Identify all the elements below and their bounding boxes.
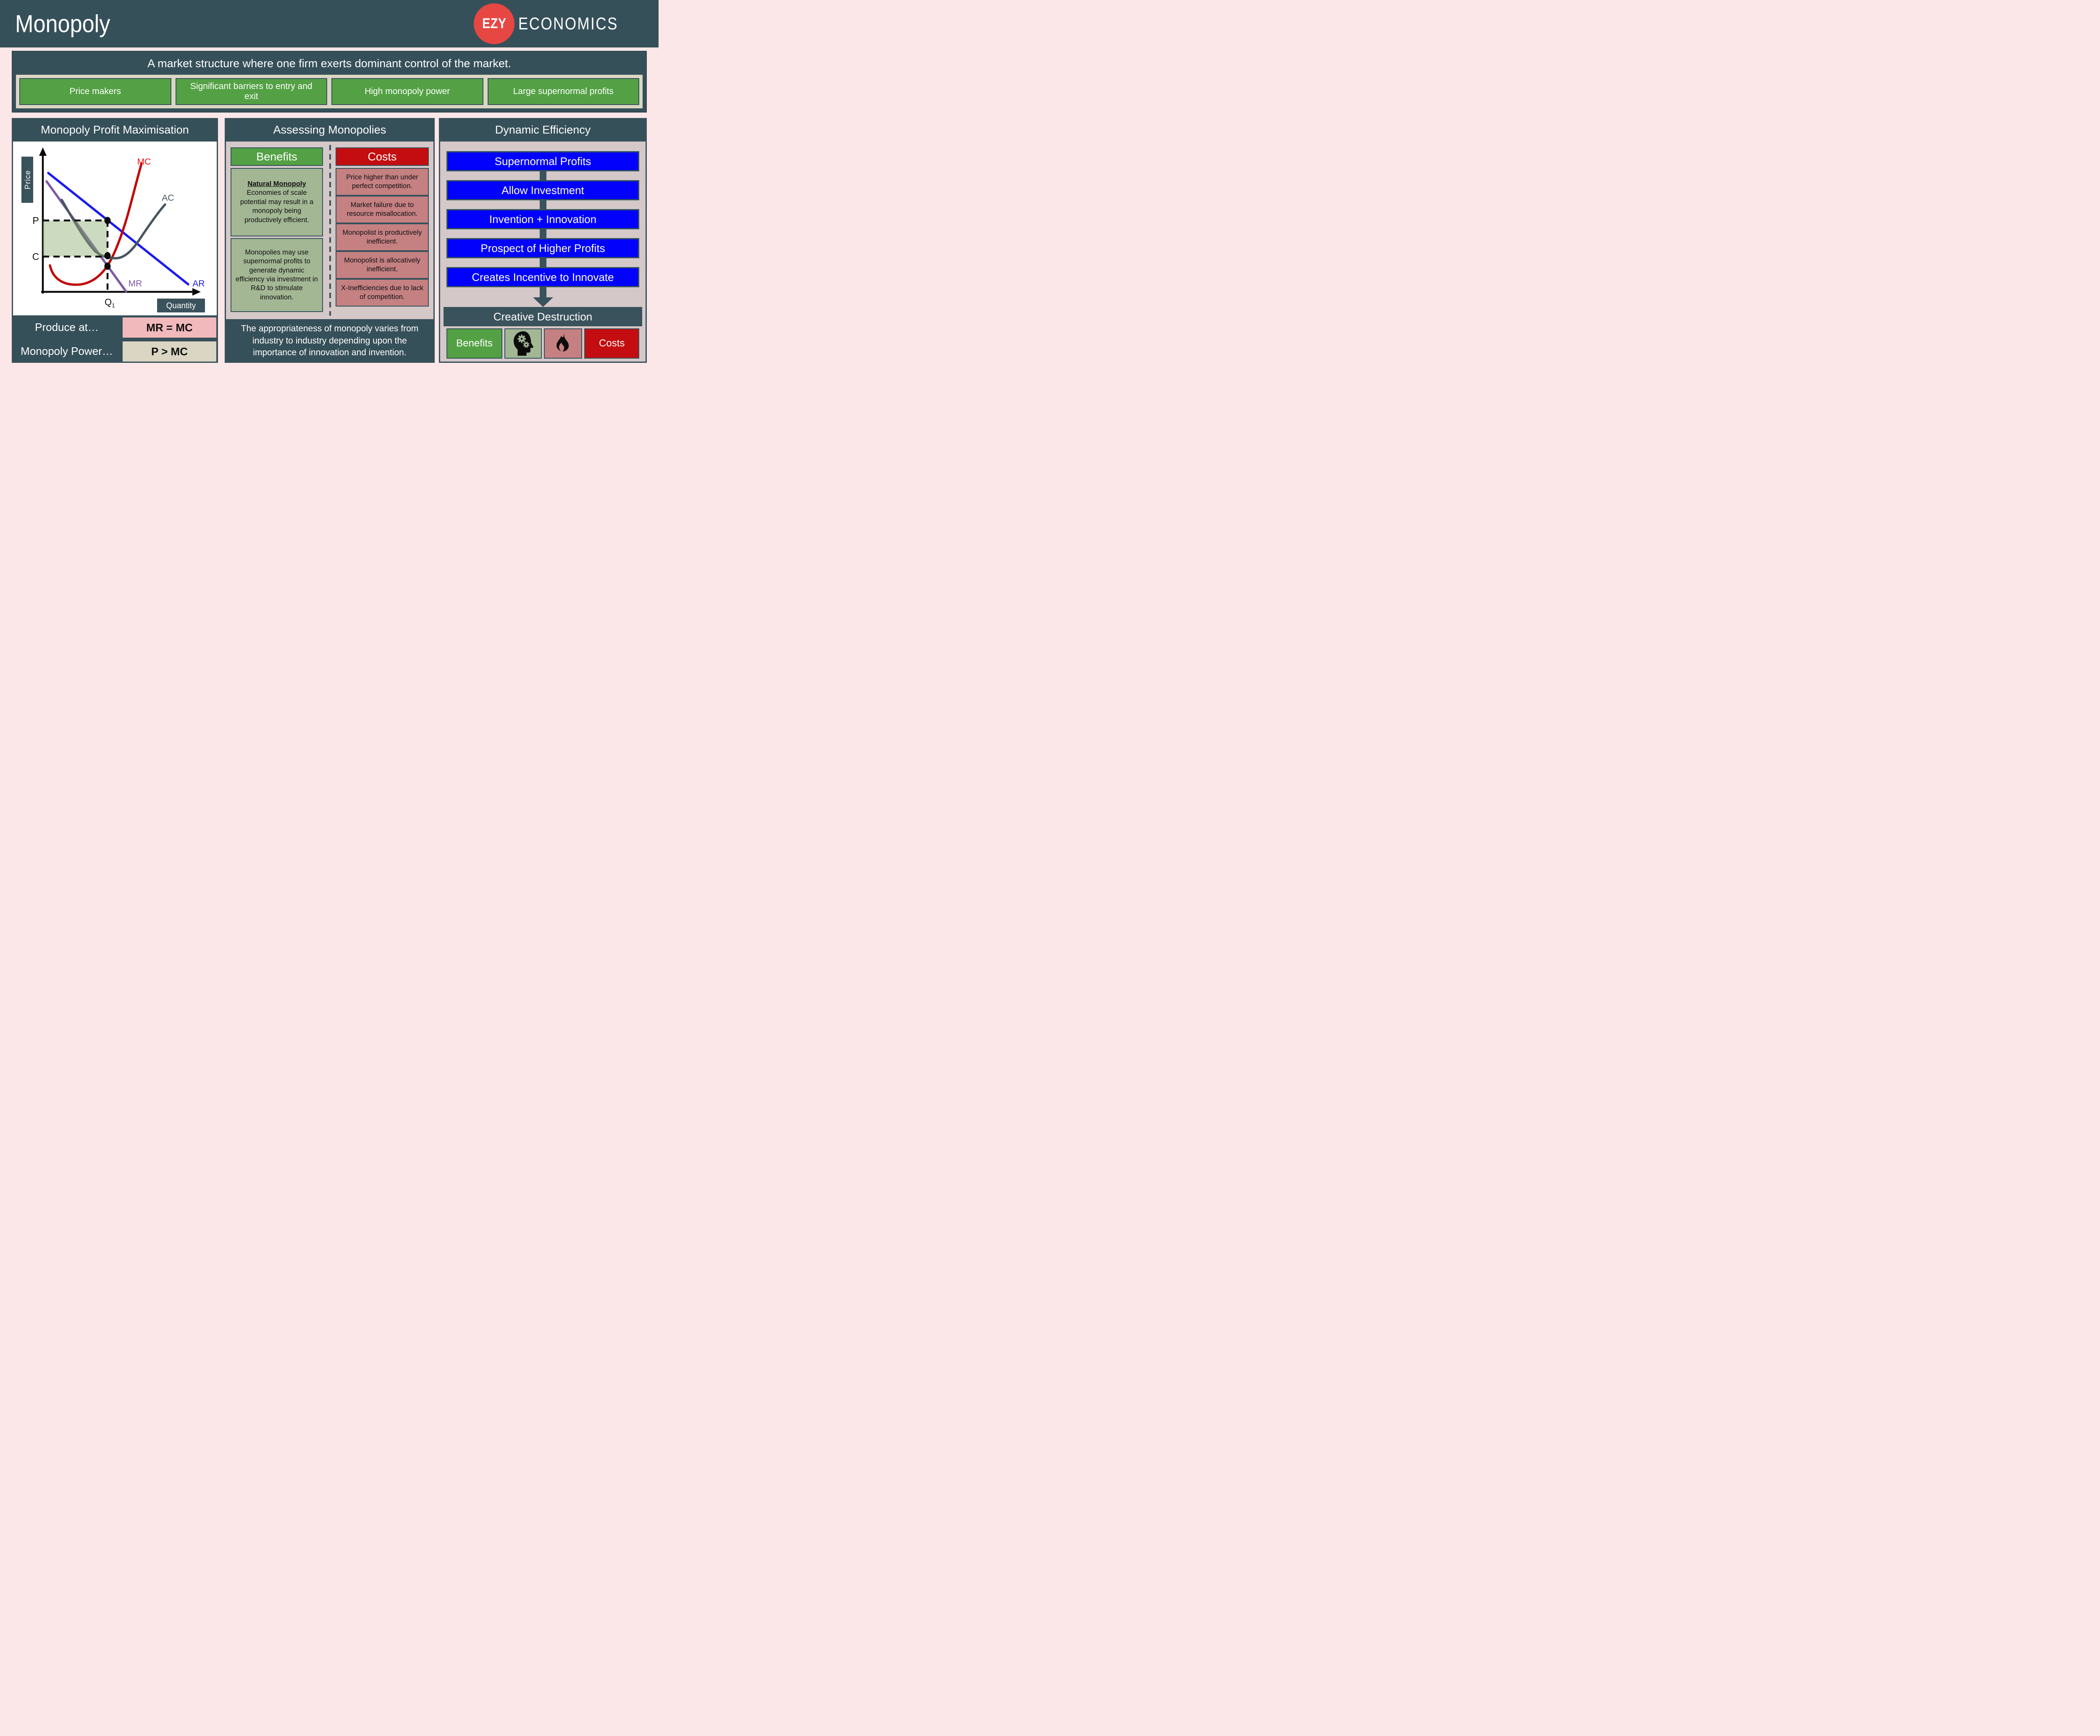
cd-benefits-cell: Benefits [446, 328, 503, 359]
step-creates-incentive: Creates Incentive to Innovate [446, 267, 639, 287]
quantity-label-box [157, 299, 205, 312]
ac-curve [60, 199, 166, 260]
logo-economics-text: ECONOMICS [518, 14, 619, 33]
creative-destruction-cells: Benefits [446, 328, 639, 359]
assessing-body: Benefits Natural Monopoly Economies of s… [226, 142, 433, 319]
supernormal-profit-area [43, 220, 108, 257]
assessing-title: Assessing Monopolies [273, 123, 386, 136]
monopoly-infographic: { "header": { "title": "Monopoly", "logo… [0, 0, 659, 370]
ac-curve-label: AC [162, 193, 174, 203]
dynamic-efficiency-title: Dynamic Efficiency [495, 123, 591, 136]
flame-icon [556, 333, 569, 352]
logo-circle-icon: EZY [474, 3, 515, 44]
mr-curve [45, 180, 127, 293]
monopoly-power-label: Monopoly Power… [21, 344, 113, 357]
ar-curve-label: AR [192, 279, 205, 288]
monopoly-power-row: Monopoly Power… P > MC [12, 339, 218, 363]
definition-text: A market structure where one firm exerts… [147, 57, 511, 70]
mr-curve-label: MR [129, 279, 142, 288]
head-gears-icon [513, 331, 533, 356]
price-level-label: P [32, 215, 39, 226]
mr-mc-point-dot [104, 262, 111, 270]
benefits-header: Benefits [231, 147, 323, 166]
ar-curve [47, 172, 189, 286]
benefits-costs-divider [329, 145, 331, 316]
benefit-item-dynamic-efficiency: Monopolies may use supernormal profits t… [231, 238, 323, 312]
produce-at-row: Produce at… MR = MC [12, 315, 218, 339]
x-axis-label: Quantity [166, 302, 196, 310]
flow-steps: Supernormal Profits Allow Investment Inv… [440, 151, 646, 296]
benefit-body: Monopolies may use supernormal profits t… [236, 248, 318, 301]
page-title: Monopoly [15, 10, 110, 37]
profit-max-summary: Produce at… MR = MC Monopoly Power… P > … [12, 315, 218, 363]
price-label-box [21, 157, 33, 203]
cost-item: Market failure due to resource misalloca… [336, 196, 429, 223]
quantity-subscript: 1 [112, 302, 115, 309]
cost-point-dot [104, 252, 111, 260]
cost-item: Monopolist is allocatively inefficient. [336, 251, 429, 279]
step-prospect-higher-profits: Prospect of Higher Profits [446, 238, 639, 258]
feature-monopoly-power: High monopoly power [331, 78, 483, 105]
y-axis-arrow-icon [39, 147, 47, 156]
produce-at-label: Produce at… [35, 320, 99, 333]
benefit-body: Economies of scale potential may result … [240, 189, 314, 224]
costs-column: Costs Price higher than under perfect co… [336, 147, 429, 307]
features-strip: Price makers Significant barriers to ent… [16, 75, 643, 108]
cd-destruction-cell [544, 328, 583, 359]
cost-item: X-Inefficiencies due to lack of competit… [336, 279, 429, 307]
costs-header: Costs [336, 147, 429, 166]
cost-item: Monopolist is productively inefficient. [336, 223, 429, 251]
cost-item: Price higher than under perfect competit… [336, 168, 429, 196]
page-header: Monopoly EZY ECONOMICS [0, 0, 659, 47]
logo-ezy-text: EZY [482, 16, 507, 31]
profit-max-graph-area: Price MC AC MR AR [13, 142, 217, 315]
profit-max-graph: Price MC AC MR AR [21, 147, 205, 312]
produce-at-value: MR = MC [123, 317, 216, 338]
assessing-footer-note: The appropriateness of monopoly varies f… [241, 323, 419, 358]
step-allow-investment: Allow Investment [446, 180, 639, 200]
feature-supernormal-profits: Large supernormal profits [487, 78, 639, 105]
y-axis-label: Price [24, 170, 32, 189]
profit-max-panel: Monopoly Profit Maximisation Price [12, 118, 218, 363]
monopoly-power-value: P > MC [123, 341, 216, 362]
down-arrow-head-icon [533, 297, 553, 307]
feature-price-makers: Price makers [19, 78, 171, 105]
feature-barriers: Significant barriers to entry and exit [175, 78, 327, 105]
quantity-point-label: Q1 [105, 297, 115, 309]
dynamic-efficiency-panel: Dynamic Efficiency Supernormal Profits A… [439, 118, 647, 363]
down-arrow-icon [539, 287, 546, 297]
benefits-column: Benefits Natural Monopoly Economies of s… [231, 147, 323, 314]
step-invention-innovation: Invention + Innovation [446, 209, 639, 229]
definition-section: A market structure where one firm exerts… [12, 51, 647, 113]
cost-level-label: C [32, 251, 39, 262]
cd-costs-cell: Costs [584, 328, 639, 359]
creative-destruction-bar: Creative Destruction [444, 307, 642, 326]
step-supernormal-profits: Supernormal Profits [446, 151, 639, 171]
price-point-dot [104, 217, 111, 224]
profit-max-title: Monopoly Profit Maximisation [41, 123, 189, 136]
brand-logo: EZY ECONOMICS [474, 3, 636, 44]
mc-curve-label: MC [137, 157, 151, 167]
benefit-item-natural-monopoly: Natural Monopoly Economies of scale pote… [231, 168, 323, 236]
dynamic-efficiency-body: Supernormal Profits Allow Investment Inv… [440, 142, 646, 362]
x-axis-arrow-icon [192, 288, 201, 296]
cd-idea-cell [504, 328, 542, 359]
quantity-letter: Q [105, 297, 112, 307]
assessing-panel: Assessing Monopolies Benefits Natural Mo… [225, 118, 435, 363]
benefit-heading: Natural Monopoly [247, 180, 306, 188]
